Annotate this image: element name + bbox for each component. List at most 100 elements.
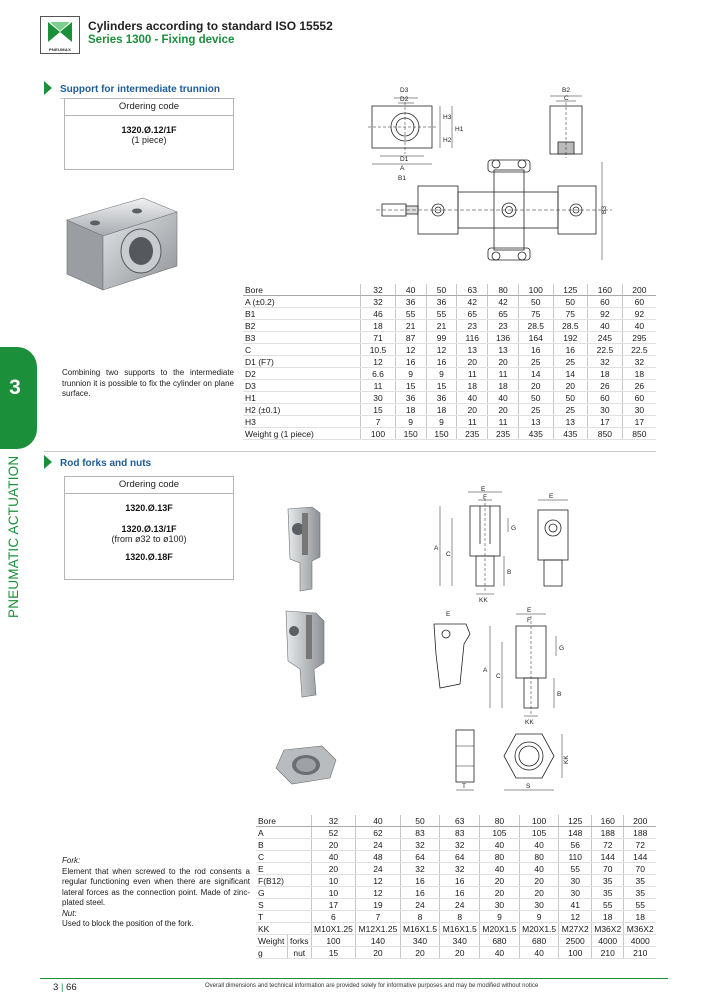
- section-title-forks: Rod forks and nuts: [60, 458, 152, 469]
- table-cell: 20: [439, 946, 481, 959]
- table-header-cell: 63: [439, 815, 481, 827]
- table-cell: 20: [456, 355, 489, 368]
- row-label: E: [256, 862, 312, 875]
- dim-label: B2: [562, 87, 570, 94]
- trunnion-description: Combining two supports to the intermedia…: [62, 368, 234, 398]
- table-cell: 18: [623, 910, 656, 923]
- table-cell: 60: [587, 295, 623, 308]
- table-cell: 21: [395, 319, 427, 332]
- table-cell: 32: [622, 355, 656, 368]
- table-cell: 40: [622, 319, 656, 332]
- table-cell: 32: [400, 838, 441, 851]
- table-cell: 10: [311, 874, 357, 887]
- table-cell: 20: [479, 874, 520, 887]
- dim-label: D3: [400, 87, 409, 94]
- table-header-cell: 160: [591, 815, 625, 827]
- table-cell: 26: [622, 379, 656, 392]
- dim-label: D1: [400, 156, 409, 163]
- table-cell: 64: [400, 850, 441, 863]
- dim-label: T: [462, 783, 466, 790]
- dim-label: A: [434, 545, 439, 552]
- table-cell: 20: [311, 862, 357, 875]
- table-cell: 105: [519, 826, 560, 839]
- fork-dimension-drawings: E F G A C B KK E E E F G A C B KK T S KK: [433, 486, 570, 791]
- table-cell: 40: [519, 862, 560, 875]
- fork-description: Fork: Element that when screwed to the r…: [62, 856, 250, 930]
- table-cell: 20: [519, 886, 560, 899]
- table-cell: 20: [553, 379, 589, 392]
- row-label: H1: [243, 391, 362, 404]
- table-cell: 30: [360, 391, 396, 404]
- table-cell: 11: [360, 379, 396, 392]
- table-cell: 35: [623, 874, 656, 887]
- table-cell: 22.5: [622, 343, 656, 356]
- table-cell: 40: [479, 838, 520, 851]
- table-cell: 46: [360, 307, 396, 320]
- dim-label: B1: [398, 175, 406, 182]
- table-cell: 210: [591, 946, 625, 959]
- table-cell: 12: [426, 343, 458, 356]
- table-cell: 11: [456, 367, 489, 380]
- table-cell: 28.5: [553, 319, 589, 332]
- table-cell: 20: [479, 886, 520, 899]
- table-cell: 40: [311, 850, 357, 863]
- table-header-cell: 32: [360, 284, 396, 296]
- table-cell: 70: [591, 862, 625, 875]
- table-cell: 6.6: [360, 367, 396, 380]
- table-cell: 32: [439, 862, 481, 875]
- table-cell: 56: [558, 838, 592, 851]
- table-cell: 16: [553, 343, 589, 356]
- table-header-cell: 40: [355, 815, 401, 827]
- row-label: g: [256, 946, 288, 959]
- table-cell: 42: [487, 295, 519, 308]
- nut-photo: [275, 745, 337, 785]
- table-cell: 192: [553, 331, 589, 344]
- section-arrow-icon: [44, 81, 52, 95]
- table-cell: 7: [355, 910, 401, 923]
- table-cell: 32: [587, 355, 623, 368]
- table-cell: 15: [426, 379, 458, 392]
- table-cell: M20X1.5: [479, 922, 520, 935]
- table-cell: 25: [553, 403, 589, 416]
- table-cell: 32: [400, 862, 441, 875]
- table-cell: 11: [487, 367, 519, 380]
- table-cell: 18: [487, 379, 519, 392]
- table-cell: 70: [623, 862, 656, 875]
- fork-and-nut-photos: [285, 506, 325, 698]
- table-cell: 80: [519, 850, 560, 863]
- table-cell: 13: [518, 415, 554, 428]
- table-cell: 40: [479, 862, 520, 875]
- table-cell: 210: [623, 946, 656, 959]
- table-header-cell: 50: [426, 284, 458, 296]
- table-cell: 24: [355, 838, 401, 851]
- row-label: A: [256, 826, 312, 839]
- row-label: KK: [256, 922, 312, 935]
- table-cell: 18: [622, 367, 656, 380]
- table-cell: 55: [558, 862, 592, 875]
- table-cell: 20: [519, 874, 560, 887]
- table-cell: 144: [623, 850, 656, 863]
- table-cell: 245: [587, 331, 623, 344]
- table-cell: 2500: [558, 934, 592, 947]
- table-cell: 41: [558, 898, 592, 911]
- row-label: A (±0.2): [243, 295, 362, 308]
- table-cell: 15: [395, 379, 427, 392]
- table-cell: 72: [591, 838, 625, 851]
- table-cell: 22.5: [587, 343, 623, 356]
- table-cell: 100: [311, 934, 357, 947]
- table-cell: 20: [311, 838, 357, 851]
- table-cell: 4000: [623, 934, 656, 947]
- fork-label: Fork:: [62, 856, 81, 865]
- dim-label: B: [507, 569, 511, 576]
- ordering-code-fork: 1320.Ø.13F: [125, 503, 173, 513]
- table-cell: 26: [587, 379, 623, 392]
- dim-label: H1: [455, 126, 464, 133]
- dim-label: B3: [601, 206, 608, 214]
- dim-label: G: [559, 645, 564, 652]
- ordering-code-note: (from ø32 to ø100): [111, 534, 187, 544]
